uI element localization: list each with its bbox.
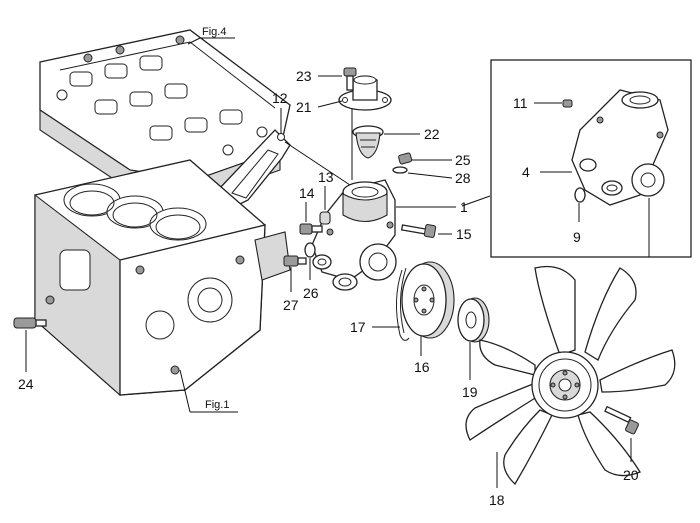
callout-25: 25 (455, 152, 471, 168)
pump-housing-assembly-4 (571, 89, 669, 206)
callout-14: 14 (299, 185, 315, 201)
gasket-drawing (217, 129, 291, 211)
bolt-20 (604, 405, 639, 435)
v-belt-17 (395, 267, 410, 341)
fig4-reference: Fig.4 (202, 26, 226, 38)
thermostat-cover-21 (338, 75, 392, 111)
spacer-19 (457, 297, 490, 343)
callout-23: 23 (296, 68, 312, 84)
callout-15: 15 (456, 226, 472, 242)
callout-20: 20 (623, 467, 639, 483)
washer-13 (319, 211, 331, 225)
callout-28: 28 (455, 170, 471, 186)
callout-1: 1 (460, 199, 468, 215)
callout-11: 11 (513, 95, 528, 111)
callout-17: 17 (350, 319, 366, 335)
sensor-27 (283, 255, 307, 267)
callout-9: 9 (573, 229, 581, 245)
bolt-23 (343, 67, 357, 91)
callout-26: 26 (303, 285, 319, 301)
callout-13: 13 (318, 169, 334, 185)
callout-18: 18 (489, 492, 505, 508)
callout-19: 19 (462, 384, 478, 400)
pulley-16 (401, 261, 455, 339)
callout-27: 27 (283, 297, 299, 313)
plug-25 (392, 152, 413, 174)
callout-24: 24 (18, 376, 34, 392)
cylinder-block-drawing (34, 159, 291, 397)
fig1-reference: Fig.1 (205, 399, 229, 411)
callout-12: 12 (272, 90, 288, 106)
seal-26 (304, 242, 316, 258)
bolt-11 (562, 99, 573, 108)
callout-4: 4 (522, 164, 530, 180)
temperature-sensor-24 (13, 317, 47, 329)
detail-inset-box (490, 59, 692, 258)
callout-21: 21 (296, 99, 312, 115)
cooling-fan-18 (465, 265, 676, 486)
thermostat-22 (352, 125, 384, 159)
bolt-14 (299, 223, 323, 235)
callout-16: 16 (414, 359, 430, 375)
bolt-15 (400, 224, 437, 238)
seal-9 (574, 187, 586, 203)
callout-22: 22 (424, 126, 440, 142)
